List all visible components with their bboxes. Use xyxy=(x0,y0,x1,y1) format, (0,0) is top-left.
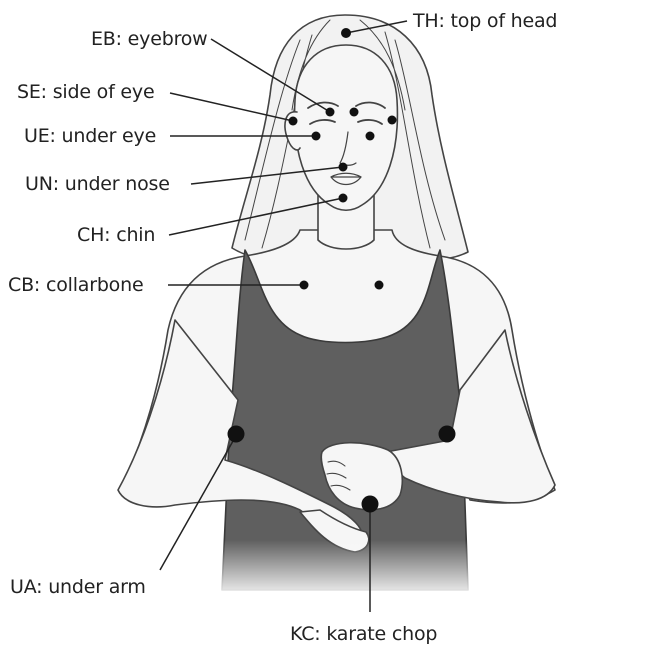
leader-un xyxy=(190,166,344,185)
bottom-fade xyxy=(100,540,580,600)
woman-figure xyxy=(100,14,580,600)
point-th-dot xyxy=(341,28,351,38)
point-kc-dot xyxy=(361,495,379,513)
label-th: TH: top of head xyxy=(413,10,558,32)
point-eb-dot xyxy=(325,107,335,117)
right-eye xyxy=(357,119,383,125)
label-kc: KC: karate chop xyxy=(290,623,438,645)
point-ue-dot-right xyxy=(365,131,375,141)
label-ch: CH: chin xyxy=(77,224,156,246)
point-se-dot xyxy=(288,116,298,126)
point-un-dot xyxy=(338,162,348,172)
point-ua-dot-right xyxy=(438,425,456,443)
leader-eb xyxy=(210,38,331,113)
point-ua-dot xyxy=(227,425,245,443)
neck xyxy=(317,194,375,250)
label-se: SE: side of eye xyxy=(17,81,155,103)
point-ch-dot xyxy=(338,193,348,203)
leader-se xyxy=(169,92,294,122)
label-eb: EB: eyebrow xyxy=(91,28,208,50)
point-cb-dot xyxy=(299,280,309,290)
right-brow xyxy=(355,101,386,109)
label-un: UN: under nose xyxy=(25,173,170,195)
tank-top xyxy=(221,249,469,591)
fist-fingers xyxy=(326,460,351,491)
leader-ch xyxy=(168,197,344,236)
label-ue: UE: under eye xyxy=(24,125,157,147)
point-se-dot-right xyxy=(387,115,397,125)
tapping-points xyxy=(227,28,456,513)
leader-lines xyxy=(159,20,408,612)
leader-ua xyxy=(159,433,238,571)
lips xyxy=(330,172,362,186)
leader-th xyxy=(345,20,408,34)
fist xyxy=(320,441,404,511)
point-ue-dot xyxy=(311,131,321,141)
nose xyxy=(339,131,357,166)
point-cb-dot-right xyxy=(374,280,384,290)
point-eb-dot-right xyxy=(349,107,359,117)
left-eye xyxy=(309,119,336,125)
label-ua: UA: under arm xyxy=(10,576,146,598)
left-arm xyxy=(117,319,363,541)
left-brow xyxy=(307,101,339,109)
label-cb: CB: collarbone xyxy=(8,274,144,296)
